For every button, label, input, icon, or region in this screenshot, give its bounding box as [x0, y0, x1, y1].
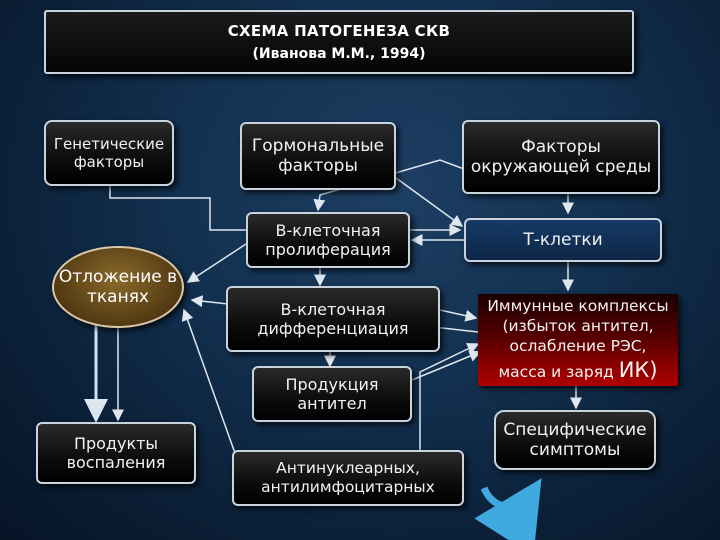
node-inflammation-products: Продукты воспаления	[36, 422, 196, 484]
node-hormonal-factors: Гормональные факторы	[240, 122, 396, 190]
arrow-antinuclear-to-ic	[419, 343, 480, 450]
node-t-cells: Т-клетки	[464, 218, 662, 262]
node-environment-factors: Факторы окружающей среды	[462, 120, 660, 194]
node-b-differentiation: В-клеточная дифференциация	[226, 286, 440, 352]
node-b-proliferation-label: В-клеточная пролиферация	[265, 220, 391, 259]
arrow-bdiff-to-ic	[439, 309, 478, 322]
arrow-antibody-to-ic	[411, 350, 482, 381]
node-ic-line3: ослабление РЭС,	[509, 337, 647, 356]
node-ic-line4: масса и заряд ИК)	[498, 357, 657, 384]
node-ic-line4b: ИК)	[618, 357, 658, 382]
node-antinuclear-label: Антинуклеарных, антилимфоцитарных	[261, 459, 435, 496]
diagram-subtitle: (Иванова М.М., 1994)	[252, 46, 426, 62]
node-b-proliferation: В-клеточная пролиферация	[246, 212, 410, 268]
cycle-arrow-icon	[474, 478, 542, 540]
title-banner: СХЕМА ПАТОГЕНЕЗА СКВ (Иванова М.М., 1994…	[44, 10, 634, 74]
node-antibody-label: Продукция антител	[285, 374, 379, 413]
arrow-bprolif-to-deposition	[186, 243, 247, 283]
node-antinuclear: Антинуклеарных, антилимфоцитарных	[232, 450, 464, 506]
node-deposition-label: Отложение в тканях	[58, 266, 178, 307]
diagram-title: СХЕМА ПАТОГЕНЕЗА СКВ	[227, 22, 451, 40]
node-hormonal-label: Гормональные факторы	[251, 135, 385, 176]
node-symptoms-label: Специфические симптомы	[503, 419, 647, 460]
node-genetic-factors: Генетические факторы	[44, 120, 174, 186]
arrow-hormonal-to-tcells	[395, 177, 464, 227]
node-ic-line4a: масса и заряд	[498, 362, 614, 381]
node-ic-line1: Иммунные комплексы	[487, 297, 669, 316]
node-antibody-production: Продукция антител	[252, 366, 412, 422]
arrow-antinuclear-to-deposition	[181, 308, 237, 457]
node-environment-label: Факторы окружающей среды	[470, 136, 652, 177]
node-specific-symptoms: Специфические симптомы	[494, 410, 656, 470]
node-genetic-label: Генетические факторы	[53, 135, 165, 171]
node-t-cells-label: Т-клетки	[523, 229, 603, 250]
node-immune-complexes: Иммунные комплексы (избыток антител, осл…	[478, 294, 678, 386]
node-ic-line2: (избыток антител,	[502, 317, 654, 336]
node-deposition: Отложение в тканях	[52, 246, 184, 328]
node-b-differentiation-label: В-клеточная дифференциация	[257, 299, 409, 338]
node-inflammation-label: Продукты воспаления	[66, 433, 166, 472]
